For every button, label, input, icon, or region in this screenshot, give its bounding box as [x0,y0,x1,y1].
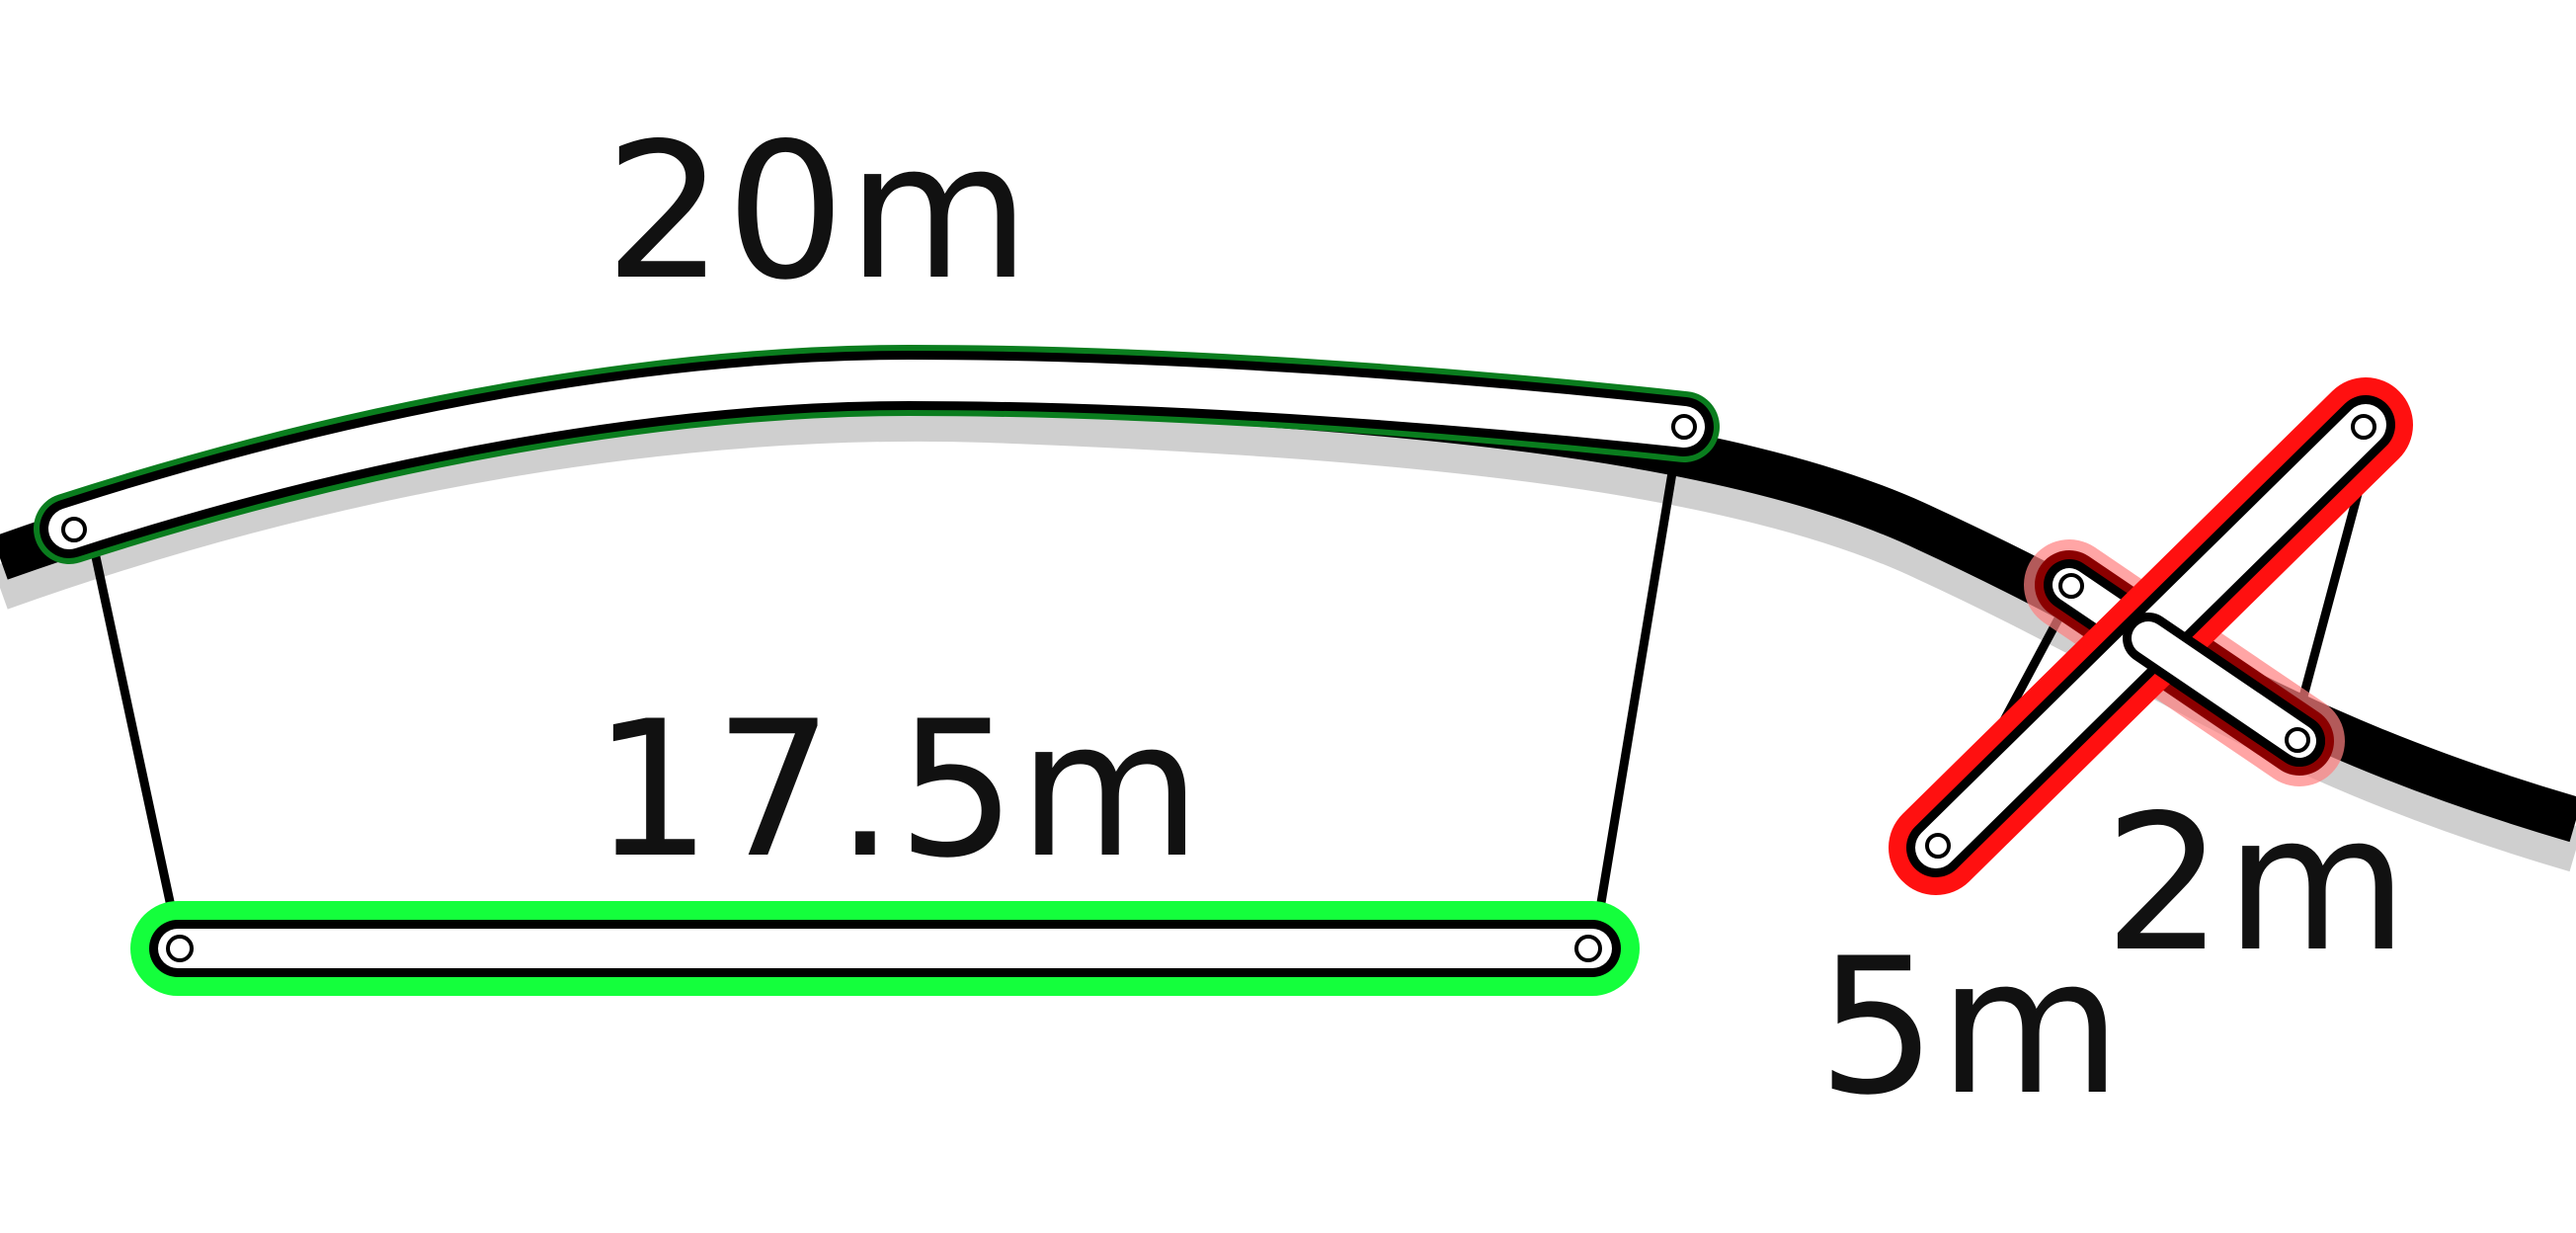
label-cross-segment-length: 5m [1817,918,2124,1136]
label-short-segment-length: 2m [2104,775,2410,993]
circle-handle-icon[interactable] [1671,414,1697,440]
circle-handle-icon[interactable] [1574,935,1602,962]
segment-top-20m[interactable] [34,344,1720,564]
segment-bottom-17-5m[interactable] [130,901,1640,996]
circle-handle-icon[interactable] [1925,833,1951,859]
connector-line-right [1590,442,1682,940]
connector-line-left [87,537,183,940]
label-top-segment-length: 20m [604,103,1032,321]
circle-handle-icon[interactable] [2285,727,2310,753]
segment-short-2m-overlay [2058,573,2325,767]
circle-handle-icon[interactable] [61,517,87,542]
circle-handle-icon[interactable] [166,935,194,962]
label-bottom-segment-length: 17.5m [593,681,1204,899]
circle-handle-icon[interactable] [2058,573,2084,599]
circle-handle-icon[interactable] [2351,414,2376,440]
